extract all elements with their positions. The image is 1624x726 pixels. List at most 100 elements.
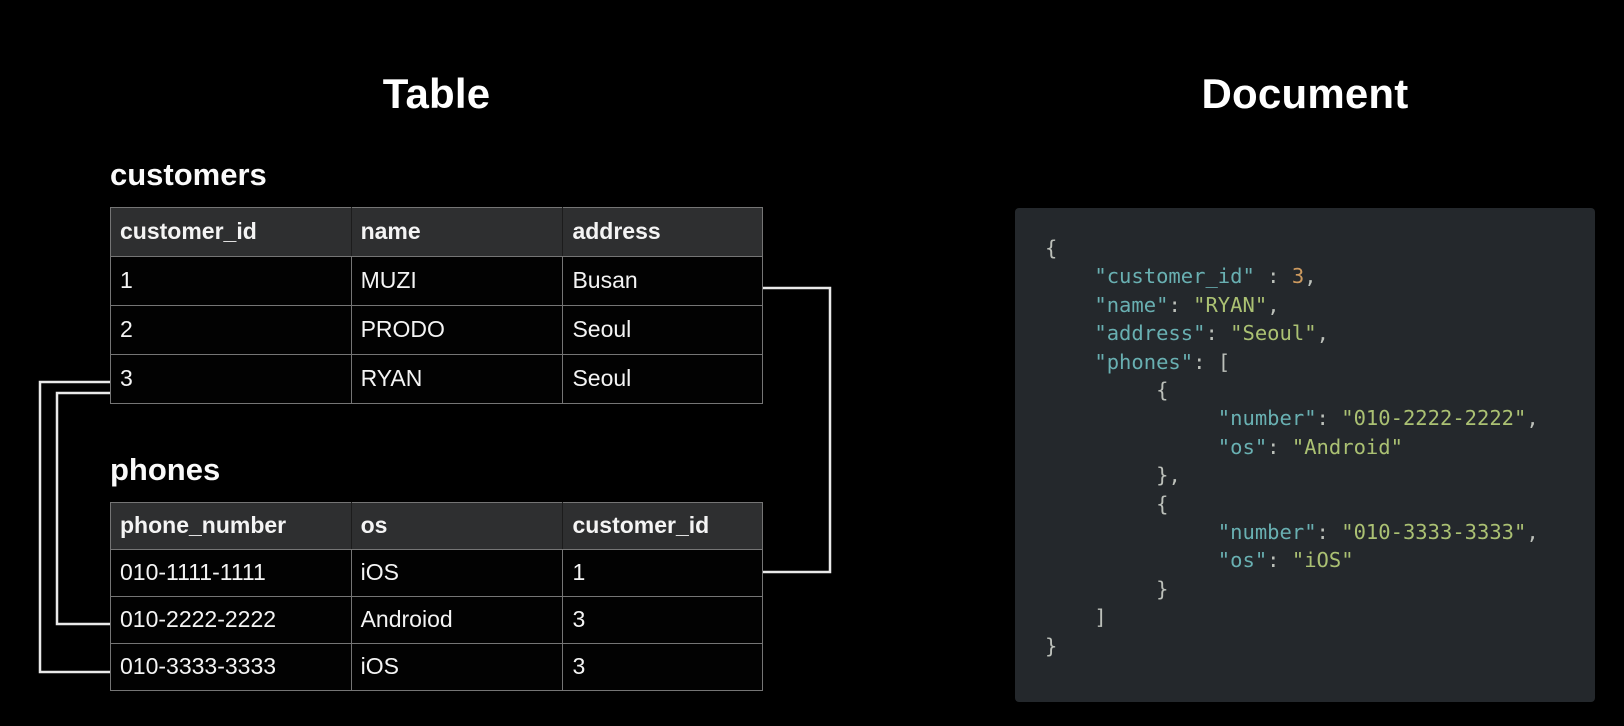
code-token: , xyxy=(1526,520,1539,545)
table-cell: 010-3333-3333 xyxy=(110,643,352,691)
table-section-title: Table xyxy=(382,70,491,117)
column-header: address xyxy=(562,207,763,257)
table-cell: RYAN xyxy=(350,354,564,404)
code-token xyxy=(1045,463,1156,487)
connector-customer3-to-phone3 xyxy=(38,380,111,674)
table-cell: PRODO xyxy=(350,305,564,355)
code-token: } xyxy=(1156,576,1169,601)
code-token: "RYAN" xyxy=(1193,292,1268,317)
code-token: , xyxy=(1267,292,1280,317)
code-line: "os": "iOS" xyxy=(1045,546,1595,574)
column-header: customer_id xyxy=(110,207,352,257)
json-code: { "customer_id" : 3, "name": "RYAN", "ad… xyxy=(1015,208,1595,660)
code-token xyxy=(1045,492,1156,516)
table-cell: Seoul xyxy=(562,305,763,355)
code-line: { xyxy=(1045,490,1595,518)
column-header: customer_id xyxy=(562,502,763,550)
code-token: "010-3333-3333" xyxy=(1341,520,1527,545)
column-header: os xyxy=(350,502,564,550)
code-token: ] xyxy=(1094,605,1107,630)
code-token: , xyxy=(1526,406,1539,431)
code-token: : xyxy=(1316,520,1342,545)
document-code-panel: { "customer_id" : 3, "name": "RYAN", "ad… xyxy=(1015,208,1595,702)
code-token xyxy=(1045,350,1094,374)
code-token: , xyxy=(1316,321,1329,346)
code-token xyxy=(1045,520,1218,544)
code-token: : xyxy=(1267,548,1292,573)
table-cell: 3 xyxy=(110,354,352,404)
code-line: { xyxy=(1045,234,1595,262)
code-token xyxy=(1045,406,1218,430)
code-line: "number": "010-3333-3333", xyxy=(1045,518,1595,546)
code-token: "number" xyxy=(1217,406,1317,431)
code-token: "os" xyxy=(1217,434,1268,459)
table-cell: 3 xyxy=(562,596,763,644)
code-token: "phones" xyxy=(1094,349,1194,374)
code-line: "address": "Seoul", xyxy=(1045,319,1595,347)
table-cell: iOS xyxy=(350,549,564,597)
code-token: "address" xyxy=(1094,321,1206,346)
table-cell: 010-2222-2222 xyxy=(110,596,352,644)
code-line: "phones": [ xyxy=(1045,348,1595,376)
code-token: : xyxy=(1267,434,1292,459)
code-token: "Seoul" xyxy=(1230,321,1317,346)
code-token xyxy=(1045,293,1094,317)
code-token: 3 xyxy=(1291,264,1305,289)
table-cell: 3 xyxy=(562,643,763,691)
code-token: : xyxy=(1254,264,1292,289)
column-header: phone_number xyxy=(110,502,352,550)
code-token xyxy=(1045,378,1156,402)
table-cell: MUZI xyxy=(350,256,564,306)
code-token: : xyxy=(1316,406,1342,431)
document-section-title: Document xyxy=(1201,70,1409,117)
code-token xyxy=(1045,577,1156,601)
code-token: "customer_id" xyxy=(1094,264,1255,289)
connector-customer1-to-phone1 xyxy=(763,286,832,574)
code-token xyxy=(1045,548,1218,572)
code-line: { xyxy=(1045,376,1595,404)
code-token xyxy=(1045,435,1218,459)
code-line: "customer_id" : 3, xyxy=(1045,262,1595,290)
column-header: name xyxy=(350,207,564,257)
code-token: [ xyxy=(1217,349,1231,374)
table-cell: 1 xyxy=(562,549,763,597)
code-token xyxy=(1045,605,1094,629)
code-line: "name": "RYAN", xyxy=(1045,291,1595,319)
code-token: : xyxy=(1205,321,1231,346)
code-token: } xyxy=(1045,633,1058,658)
customers-table-name: customers xyxy=(110,157,267,192)
code-line: }, xyxy=(1045,461,1595,489)
code-token: , xyxy=(1168,463,1181,488)
phones-table-name: phones xyxy=(110,452,221,487)
code-token: : xyxy=(1193,349,1218,374)
code-token: "number" xyxy=(1217,520,1317,545)
table-cell: Busan xyxy=(562,256,763,306)
code-token: { xyxy=(1156,491,1169,516)
code-token: { xyxy=(1045,236,1058,260)
table-cell: iOS xyxy=(350,643,564,691)
connector-customer3-to-phone2 xyxy=(55,391,111,626)
code-token: { xyxy=(1156,378,1169,403)
code-line: } xyxy=(1045,575,1595,603)
table-cell: 2 xyxy=(110,305,352,355)
code-token: "010-2222-2222" xyxy=(1341,406,1527,431)
code-token xyxy=(1045,321,1094,345)
code-token: "name" xyxy=(1094,292,1169,317)
code-token xyxy=(1045,264,1094,288)
code-line: ] xyxy=(1045,603,1595,631)
code-token: "Android" xyxy=(1291,434,1403,459)
code-token: "os" xyxy=(1217,548,1268,573)
table-cell: Seoul xyxy=(562,354,763,404)
code-token: } xyxy=(1156,463,1169,488)
code-line: } xyxy=(1045,632,1595,660)
